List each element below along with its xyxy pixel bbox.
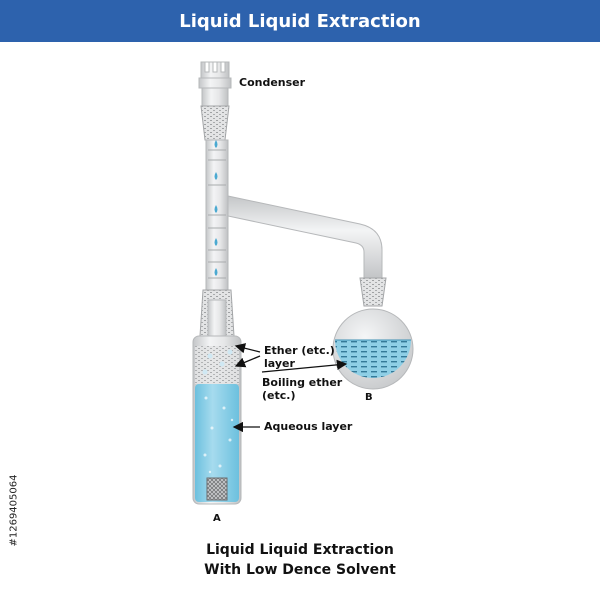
label-arrows <box>232 343 348 433</box>
boiling-ether-label-line2: (etc.) <box>262 389 296 402</box>
condenser-label: Condenser <box>239 76 306 89</box>
frit-filter <box>206 477 228 501</box>
vessel-a <box>192 335 242 505</box>
caption-line2: With Low Dence Solvent <box>204 562 396 578</box>
vessel-b-label: B <box>365 392 373 403</box>
title-banner: Liquid Liquid Extraction <box>0 0 600 42</box>
flask-b <box>332 277 414 390</box>
condenser-joint <box>200 105 230 141</box>
caption-line1: Liquid Liquid Extraction <box>206 542 394 558</box>
aqueous-layer-fill <box>195 384 239 502</box>
stock-id-text: #1269405064 <box>8 474 20 547</box>
vessel-a-label: A <box>213 513 221 524</box>
aqueous-layer-label: Aqueous layer <box>264 420 353 433</box>
page-title: Liquid Liquid Extraction <box>179 10 421 32</box>
ether-layer-label-line1: Ether (etc.) <box>264 344 335 357</box>
boiling-ether-label-line1: Boiling ether <box>262 376 343 389</box>
condenser-cap <box>198 61 232 107</box>
side-arm-tube <box>227 195 383 283</box>
ether-layer-label-line2: layer <box>264 357 295 370</box>
column-graduations <box>208 149 226 279</box>
